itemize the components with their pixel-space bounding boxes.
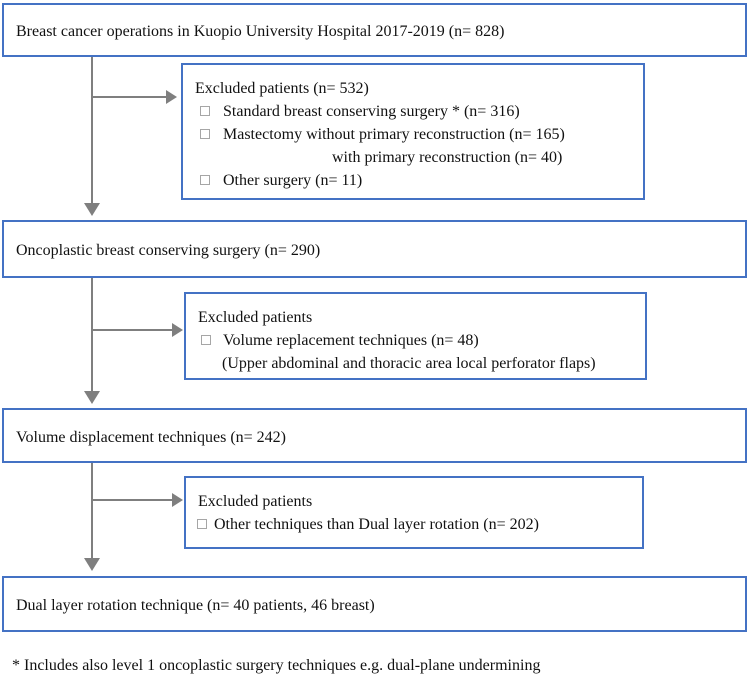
excluded-1-item-label: Other surgery (n= 11) xyxy=(223,172,363,189)
box-displacement-label: Volume displacement techniques (n= 242) xyxy=(16,429,286,446)
excluded-1-item: Mastectomy without primary reconstructio… xyxy=(183,123,643,146)
excluded-1-item-label: Mastectomy without primary reconstructio… xyxy=(223,126,565,143)
checkbox-bullet-icon xyxy=(200,129,210,139)
excluded-2-item: Volume replacement techniques (n= 48) xyxy=(186,329,645,352)
checkbox-bullet-icon xyxy=(200,175,210,185)
footnote: * Includes also level 1 oncoplastic surg… xyxy=(12,657,541,674)
checkbox-bullet-icon xyxy=(197,519,207,529)
box-oncoplastic-label: Oncoplastic breast conserving surgery (n… xyxy=(16,242,321,259)
connector-line xyxy=(91,463,93,558)
box-total-operations: Breast cancer operations in Kuopio Unive… xyxy=(2,3,747,57)
excluded-2-item-continuation: (Upper abdominal and thoracic area local… xyxy=(222,355,596,372)
box-dual-layer-label: Dual layer rotation technique (n= 40 pat… xyxy=(16,597,375,614)
excluded-3-title: Excluded patients xyxy=(198,493,313,510)
excluded-1-item-label: Standard breast conserving surgery * (n=… xyxy=(223,103,520,120)
excluded-1-item-continuation: with primary reconstruction (n= 40) xyxy=(332,149,563,166)
box-excluded-3: Excluded patients Other techniques than … xyxy=(184,476,644,549)
box-total-operations-label: Breast cancer operations in Kuopio Unive… xyxy=(16,23,505,40)
box-oncoplastic: Oncoplastic breast conserving surgery (n… xyxy=(2,220,747,278)
excluded-2-item-label: Volume replacement techniques (n= 48) xyxy=(223,332,479,349)
box-excluded-2: Excluded patients Volume replacement tec… xyxy=(184,292,647,380)
excluded-1-item: Other surgery (n= 11) xyxy=(183,169,643,192)
excluded-3-item-label: Other techniques than Dual layer rotatio… xyxy=(214,516,539,533)
connector-line xyxy=(91,278,93,391)
checkbox-bullet-icon xyxy=(201,335,211,345)
connector-line xyxy=(91,57,93,203)
connector-line xyxy=(92,329,172,331)
arrow-down-icon xyxy=(84,558,100,571)
connector-line xyxy=(92,499,172,501)
arrow-down-icon xyxy=(84,391,100,404)
arrow-right-icon xyxy=(172,323,183,337)
arrow-right-icon xyxy=(172,493,183,507)
box-excluded-1: Excluded patients (n= 532) Standard brea… xyxy=(181,63,645,200)
connector-line xyxy=(92,96,166,98)
excluded-3-item: Other techniques than Dual layer rotatio… xyxy=(186,513,642,536)
box-dual-layer: Dual layer rotation technique (n= 40 pat… xyxy=(2,576,747,632)
box-displacement: Volume displacement techniques (n= 242) xyxy=(2,408,747,463)
excluded-1-item: Standard breast conserving surgery * (n=… xyxy=(183,100,643,123)
excluded-1-title: Excluded patients (n= 532) xyxy=(195,80,369,97)
checkbox-bullet-icon xyxy=(200,106,210,116)
excluded-2-title: Excluded patients xyxy=(198,309,313,326)
arrow-down-icon xyxy=(84,203,100,216)
arrow-right-icon xyxy=(166,90,177,104)
